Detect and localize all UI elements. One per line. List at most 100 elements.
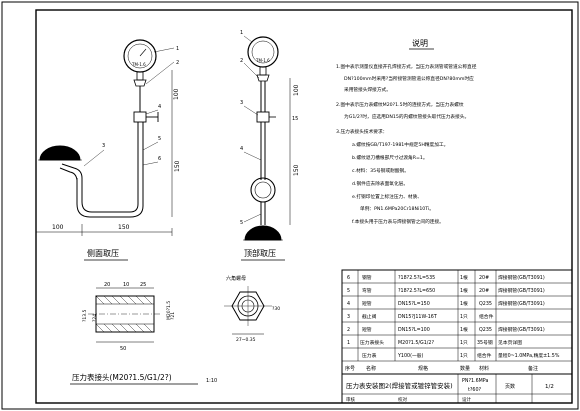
note-line: b.螺纹退刀槽根部尺寸过渡角R=1。 <box>352 154 428 161</box>
svg-text:截止阀: 截止阀 <box>362 313 377 320</box>
page-label: 页数 <box>505 383 515 390</box>
svg-text:焊接钢管(GB/T3091): 焊接钢管(GB/T3091) <box>498 287 545 294</box>
svg-text:焊接钢管(GB/T3091): 焊接钢管(GB/T3091) <box>498 274 545 281</box>
svg-text:4: 4 <box>158 104 161 110</box>
svg-text:1: 1 <box>347 340 350 346</box>
svg-text:6: 6 <box>347 275 350 281</box>
svg-text:4: 4 <box>347 301 350 307</box>
svg-text:组合件: 组合件 <box>477 352 492 359</box>
svg-text:5: 5 <box>240 220 243 226</box>
note-line: 2.图中表示压力表螺纹M20?1.5时的连接方式，当压力表螺纹 <box>336 101 464 108</box>
svg-text:DN15?L=100: DN15?L=100 <box>398 327 430 333</box>
side-view: TM-1.6 100 150 100 150 1 <box>35 39 181 261</box>
note-line: 为G1/2?时，应选用DN15的内螺纹管接头取代压力表接头。 <box>344 113 469 120</box>
svg-text:1: 1 <box>240 30 243 36</box>
dim-top-150: 150 <box>293 164 300 176</box>
svg-text:3: 3 <box>102 143 105 149</box>
note-line: 1.图中表示测量仪直接开孔焊接方式，当压力表测管或管道公称直径 <box>336 63 477 70</box>
note-line: f.本接头用于压力表与焊接钢管之间的连接。 <box>352 218 444 225</box>
note-line: 采用管接头焊接方式。 <box>344 86 391 93</box>
dim-side-150b: 150 <box>118 224 130 231</box>
svg-text:TM-1.6: TM-1.6 <box>255 58 270 63</box>
dim-top-15: 15 <box>292 116 298 122</box>
title-block: 压力表安装图2(焊接管或镀锌管安装) PN?1.6MPa t?60? 页数 1/… <box>342 374 572 403</box>
svg-text:27~0.35: 27~0.35 <box>236 337 256 343</box>
svg-text:名称: 名称 <box>366 365 376 372</box>
svg-text:Y100(一般): Y100(一般) <box>397 352 424 359</box>
svg-text:Q235: Q235 <box>479 327 492 333</box>
svg-text:50: 50 <box>120 346 126 352</box>
svg-text:20#: 20# <box>479 275 489 281</box>
svg-text:量程0~1.0MPa,精度±1.5%: 量程0~1.0MPa,精度±1.5% <box>498 352 560 359</box>
svg-text:?13.5: ?13.5 <box>82 309 88 322</box>
svg-text:4: 4 <box>240 146 243 152</box>
gauge-dial-icon <box>127 43 153 69</box>
dim-top-100: 100 <box>293 84 300 96</box>
svg-text:焊接钢管(GB/T3091): 焊接钢管(GB/T3091) <box>498 326 545 333</box>
svg-text:Q235: Q235 <box>479 301 492 307</box>
svg-text:1根: 1根 <box>460 287 468 294</box>
svg-text:DN15?J11W-16T: DN15?J11W-16T <box>398 314 437 320</box>
svg-text:1只: 1只 <box>460 340 468 346</box>
svg-text:M20?1.5: M20?1.5 <box>166 301 172 320</box>
svg-text:2: 2 <box>347 327 350 333</box>
note-line: d.钢件应去除表面氧化层。 <box>352 180 408 187</box>
svg-text:2: 2 <box>176 60 179 66</box>
siphon-coil-icon <box>250 177 276 203</box>
svg-text:短管: 短管 <box>362 300 372 307</box>
shutoff-valve-icon <box>256 111 270 123</box>
svg-text:备注: 备注 <box>528 365 538 372</box>
bom-table: 6 钢管 ?18?2.5?L=535 1根 20# 焊接钢管(GB/T3091)… <box>341 269 573 404</box>
svg-text:钢管: 钢管 <box>362 274 372 281</box>
svg-text:20#: 20# <box>479 288 489 294</box>
review-label: 审核 <box>346 396 355 403</box>
svg-text:压力表: 压力表 <box>362 352 377 359</box>
svg-text:3: 3 <box>240 100 243 106</box>
top-leaders: 1 2 3 4 5 <box>240 30 262 226</box>
top-view-title: 顶部取压 <box>244 248 276 258</box>
page-number: 1/2 <box>545 384 554 390</box>
joint-scale: 1:10 <box>206 378 217 384</box>
svg-text:1: 1 <box>176 46 179 52</box>
note-line: e.打钢印位置上标注压力、材质、 <box>352 193 422 200</box>
dim-side-100: 100 <box>173 88 180 100</box>
svg-text:6: 6 <box>158 156 161 162</box>
svg-text:序号: 序号 <box>345 365 355 372</box>
note-line: c.材料：35号钢或耐酸钢。 <box>352 167 409 174</box>
design-label: 设计 <box>462 396 471 403</box>
svg-text:?18?2.5?L=535: ?18?2.5?L=535 <box>398 275 435 281</box>
svg-text:焊接钢管(GB/T3091): 焊接钢管(GB/T3091) <box>498 300 545 307</box>
gauge-dial-icon <box>251 40 275 64</box>
note-line: a.螺纹按GB/T197-1981中规定5H精度加工。 <box>352 141 448 148</box>
svg-text:25: 25 <box>140 282 146 288</box>
note-line: DN?100mm时采用?当所接管测管道公称直径DN?80mm时应 <box>344 75 474 82</box>
svg-text:见本页详图: 见本页详图 <box>498 339 522 346</box>
svg-text:M20?1.5/G1/2?: M20?1.5/G1/2? <box>398 340 434 346</box>
top-view: TM-1.6 100 15 150 1 2 3 4 <box>240 30 300 261</box>
svg-text:5: 5 <box>158 136 161 142</box>
svg-text:材料: 材料 <box>479 365 489 372</box>
svg-text:?18?2.5?L=650: ?18?2.5?L=650 <box>398 288 435 294</box>
svg-text:?30: ?30 <box>272 306 280 312</box>
svg-text:1根: 1根 <box>460 300 468 307</box>
svg-text:5: 5 <box>347 288 350 294</box>
svg-text:1只: 1只 <box>460 353 468 359</box>
check-label: 校对 <box>398 396 407 403</box>
pn-rating: PN?1.6MPa <box>462 378 488 384</box>
svg-text:组合件: 组合件 <box>479 313 494 320</box>
hex-nut-detail: 六角螺母 27~0.35 ?30 <box>224 275 280 343</box>
note-line: 3.压力表接头技术要求： <box>336 128 387 135</box>
svg-text:1只: 1只 <box>460 314 468 320</box>
gauge-label: TM-1.6 <box>131 62 146 67</box>
svg-text:?21: ?21 <box>170 312 176 320</box>
svg-text:规格: 规格 <box>418 365 428 372</box>
svg-text:短管: 短管 <box>362 326 372 333</box>
svg-text:20: 20 <box>104 282 110 288</box>
inner-border <box>35 9 573 404</box>
side-view-title: 侧面取压 <box>87 248 119 258</box>
temp-rating: t?60? <box>468 387 482 393</box>
drawing-title: 压力表安装图2(焊接管或镀锌管安装) <box>346 381 453 390</box>
joint-detail: 20 10 25 50 ?13.5 ?24 M20?1.5 ?21 压力表接头(… <box>70 282 217 385</box>
